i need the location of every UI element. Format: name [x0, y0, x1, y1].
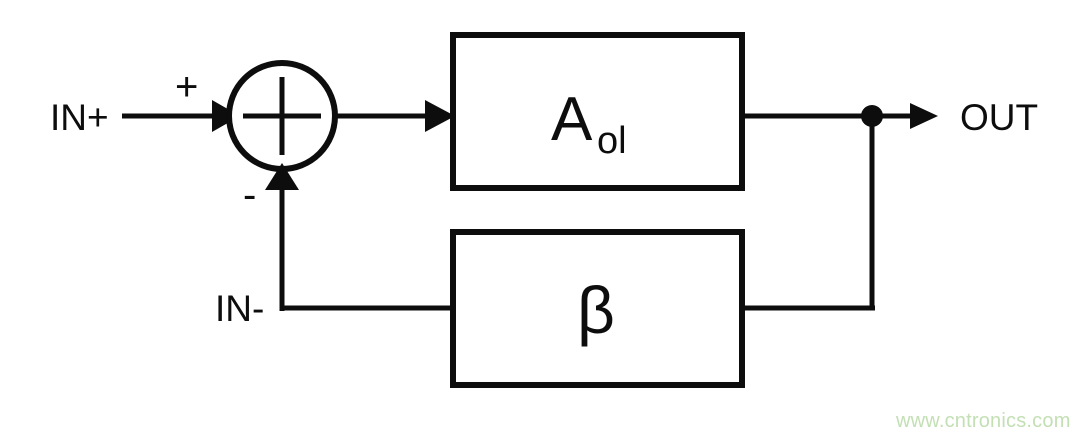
feedback-return-wire-group — [265, 163, 453, 311]
feedback-tap-wire-group — [742, 116, 875, 311]
output-arrowhead — [910, 103, 938, 129]
forward-gain-block-rect — [450, 32, 745, 191]
summing-junction — [226, 60, 338, 172]
forward-gain-block-label-subscript: ol — [597, 120, 627, 162]
output-label: OUT — [960, 97, 1038, 138]
error-wire-arrowhead — [425, 100, 455, 132]
forward-gain-block: A ol — [450, 32, 745, 191]
feedback-factor-block-label: β — [577, 273, 615, 347]
forward-gain-block-label-main: A — [551, 85, 593, 154]
output-wire-group — [742, 103, 938, 129]
input-negative-label: IN- — [215, 288, 264, 329]
feedback-factor-block-rect — [450, 229, 745, 388]
error-wire-group — [336, 100, 455, 132]
watermark-label: www.cntronics.com — [895, 410, 1071, 432]
feedback-return-arrowhead — [265, 163, 299, 190]
input-positive-label: IN+ — [50, 97, 109, 138]
summing-junction-positive-sign: + — [175, 65, 198, 109]
summing-junction-negative-sign: - — [243, 173, 256, 217]
feedback-factor-block: β — [450, 229, 745, 388]
